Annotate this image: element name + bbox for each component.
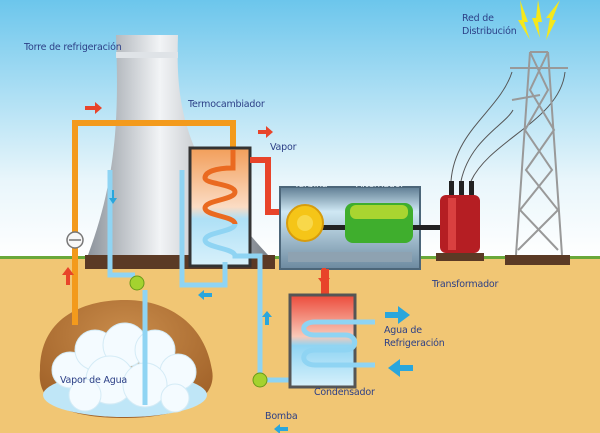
- lightning-icon: [518, 0, 560, 40]
- flow-arrows: [62, 102, 413, 433]
- arrow-left-icon: [274, 424, 288, 433]
- arrow-left-icon: [388, 359, 413, 377]
- heat-exchanger-label: Termocambiador: [188, 99, 265, 110]
- cooling-tower-label: Torre de refrigeración: [24, 42, 122, 53]
- transmission-tower: [505, 51, 570, 265]
- arrow-right-icon: [85, 102, 102, 114]
- heat-exchanger: [188, 146, 268, 383]
- pump-icon: [129, 275, 268, 388]
- cooling-water-label-line1: Agua de: [384, 325, 422, 336]
- transformer-label: Transformador: [432, 279, 499, 290]
- arrow-left-icon: [198, 290, 212, 300]
- pump-label: Bomba: [265, 411, 298, 422]
- arrow-down-icon: [318, 268, 330, 286]
- arrow-up-icon: [62, 267, 74, 285]
- cooling-water-label-line2: Refrigeración: [384, 338, 445, 349]
- arrow-up-icon: [262, 311, 272, 325]
- vapor-label: Vapor: [270, 142, 297, 153]
- alternator-label: Alternador: [356, 179, 405, 190]
- turbine-hall: [279, 186, 440, 270]
- grid-label-line1: Red de: [462, 13, 494, 24]
- valve-icon: [66, 231, 84, 249]
- arrow-down-icon: [109, 190, 117, 204]
- turbine-label: Turbina: [294, 179, 328, 190]
- geothermal-reservoir: [39, 300, 213, 418]
- transformer: [436, 181, 484, 261]
- condenser: [288, 269, 375, 389]
- water-vapor-label: Vapor de Agua: [60, 375, 128, 386]
- arrow-right-icon: [385, 306, 410, 324]
- power-lines: [450, 71, 566, 182]
- hot-water-pipe: [72, 120, 236, 325]
- arrow-right-icon: [258, 126, 273, 138]
- grid-label-line2: Distribución: [462, 26, 517, 37]
- condenser-label: Condensador: [314, 387, 375, 398]
